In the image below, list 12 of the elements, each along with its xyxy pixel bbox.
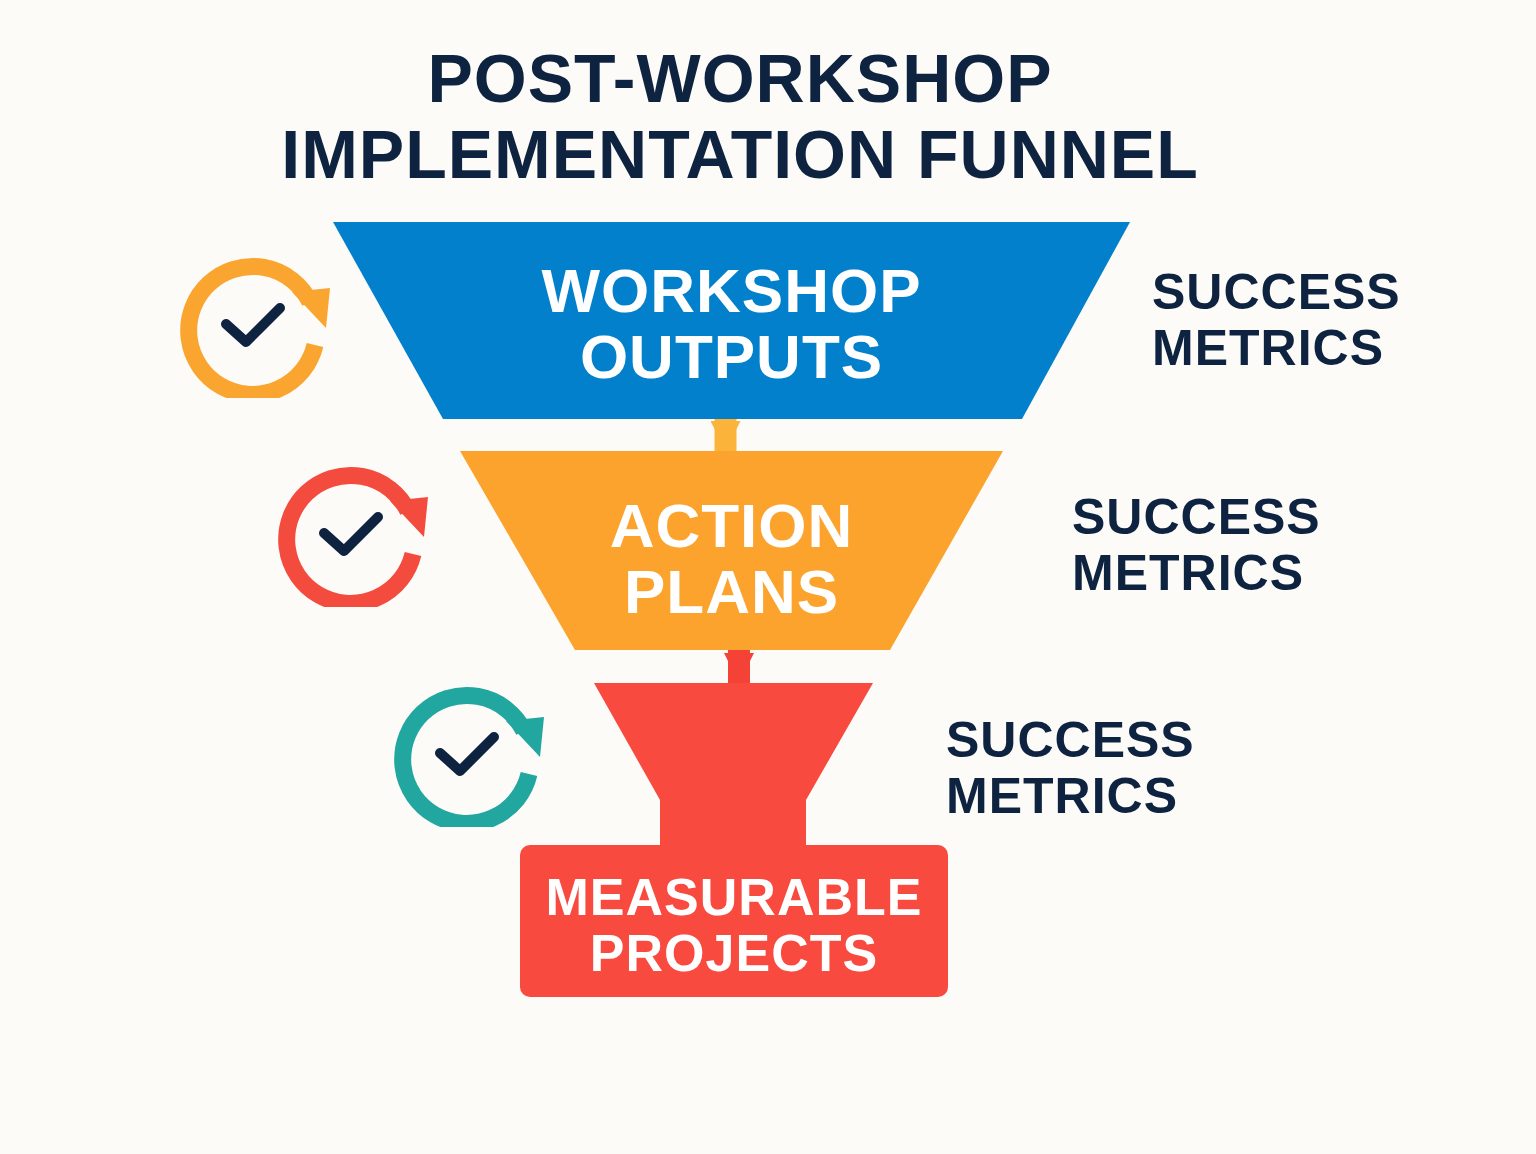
stage-label: WORKSHOP OUTPUTS [540,258,923,390]
diagram-title: POST-WORKSHOP IMPLEMENTATION FUNNEL [280,40,1200,192]
metric-label: SUCCESS METRICS [946,712,1196,824]
metric-label: SUCCESS METRICS [1072,489,1322,601]
stage-label: ACTION PLANS [608,493,855,625]
funnel-stage [460,451,1003,650]
flow-arrow [724,650,754,683]
flow-arrow [710,419,741,451]
stage-label: MEASURABLE PROJECTS [544,869,924,981]
funnel-stage [333,222,1130,419]
funnel-spout-box [520,683,948,997]
metric-label: SUCCESS METRICS [1152,264,1402,376]
